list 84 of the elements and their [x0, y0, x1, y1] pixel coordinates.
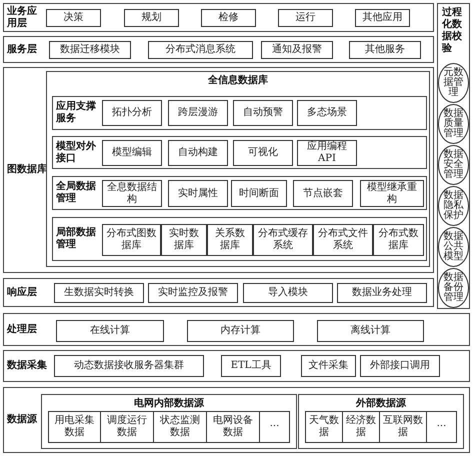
group-title: 全信息数据库 [207, 74, 269, 87]
side-column [437, 3, 470, 309]
ellipse-node: 数据质量管理 [438, 104, 469, 144]
layer-band [52, 217, 427, 261]
module-box: 运行 [278, 9, 333, 27]
module-box: 动态数据接收服务器集群 [54, 355, 204, 377]
layer-label: 图数据库 [7, 164, 48, 176]
layer-label: 应用支撑服务 [56, 101, 97, 125]
module-box: 模型编辑 [102, 140, 162, 166]
module-box: 天气数据 [305, 411, 343, 443]
module-box: 内存计算 [187, 320, 294, 342]
layer-band [3, 313, 470, 346]
layer-band [52, 176, 427, 210]
module-box: 自动预警 [233, 100, 293, 126]
module-box: 分布式消息系统 [148, 41, 253, 59]
module-box: 其他应用 [355, 9, 410, 27]
module-box: 通知及报警 [261, 41, 333, 59]
module-box: 在线计算 [56, 320, 164, 342]
group-panel [298, 394, 464, 449]
layer-band [52, 136, 427, 169]
ellipse-node: 元数据管理 [438, 63, 469, 103]
column-title: 过程化数据校验 [442, 7, 463, 55]
module-box: 导入模块 [243, 283, 333, 303]
module-box: 状态监测数据 [153, 411, 207, 443]
module-box: 节点嵌套 [293, 180, 353, 207]
group-title: 外部数据源 [354, 397, 407, 410]
module-box: 全息数据结构 [102, 180, 162, 207]
module-box: 分布式图数据库 [102, 224, 161, 256]
layer-band [3, 67, 434, 273]
group-panel [46, 71, 430, 267]
ellipse-node: 数据隐私保护 [438, 186, 469, 226]
group-title: 电网内部数据源 [133, 397, 205, 410]
module-box: 模型继承重构 [360, 180, 424, 207]
module-box: 电网设备数据 [206, 411, 260, 443]
module-box: 经济数据 [342, 411, 380, 443]
layer-band [3, 3, 434, 32]
module-box: 检修 [201, 9, 256, 27]
layer-band [52, 96, 427, 130]
module-box: 跨层漫游 [168, 100, 228, 126]
layer-band [3, 387, 470, 453]
layer-label: 全局数据管理 [56, 181, 97, 205]
module-box: 多态场景 [297, 100, 357, 126]
module-box: 应用编程API [297, 140, 357, 166]
module-box: 外部接口调用 [360, 355, 440, 377]
module-box: 关系数据库 [207, 224, 253, 256]
group-panel [41, 394, 297, 449]
layer-label: 模型对外接口 [56, 140, 97, 164]
module-box: ··· [259, 411, 290, 443]
module-box: 互联网数据 [379, 411, 427, 443]
ellipse-node: 数据公共模型 [438, 227, 469, 267]
layer-label: 数据源 [7, 414, 38, 426]
layer-band [3, 36, 434, 63]
module-box: 其他服务 [349, 41, 421, 59]
module-box: 实时属性 [168, 180, 228, 207]
module-box: ··· [426, 411, 457, 443]
layer-band [3, 278, 434, 307]
layer-label: 响应层 [7, 286, 38, 298]
layer-label: 服务层 [7, 44, 38, 56]
module-box: 数据业务处理 [337, 283, 427, 303]
layer-label: 业务应用层 [7, 6, 38, 30]
layer-band [3, 350, 470, 382]
module-box: 生数据实时转换 [54, 283, 144, 303]
module-box: 用电采集数据 [48, 411, 101, 443]
ellipse-node: 数据安全管理 [438, 145, 469, 185]
module-box: 自动构建 [168, 140, 228, 166]
module-box: 分布式数据库 [373, 224, 424, 256]
module-box: 分布式文件系统 [313, 224, 373, 256]
module-box: 实时数据库 [161, 224, 207, 256]
module-box: 决策 [46, 9, 101, 27]
layer-label: 局部数据管理 [56, 227, 97, 251]
layer-label: 处理层 [7, 324, 38, 336]
module-box: 调度运行数据 [100, 411, 154, 443]
ellipse-node: 数据备份管理 [438, 268, 469, 308]
module-box: 规划 [124, 9, 179, 27]
module-box: 拓扑分析 [102, 100, 162, 126]
module-box: 可视化 [233, 140, 293, 166]
module-box: 分布式缓存系统 [253, 224, 313, 256]
module-box: 时间断面 [231, 180, 287, 207]
module-box: ETL工具 [221, 355, 281, 377]
module-box: 数据迁移模块 [49, 41, 131, 59]
module-box: 实时监控及报警 [148, 283, 238, 303]
module-box: 文件采集 [301, 355, 356, 377]
layer-label: 数据采集 [7, 360, 48, 372]
module-box: 离线计算 [317, 320, 424, 342]
